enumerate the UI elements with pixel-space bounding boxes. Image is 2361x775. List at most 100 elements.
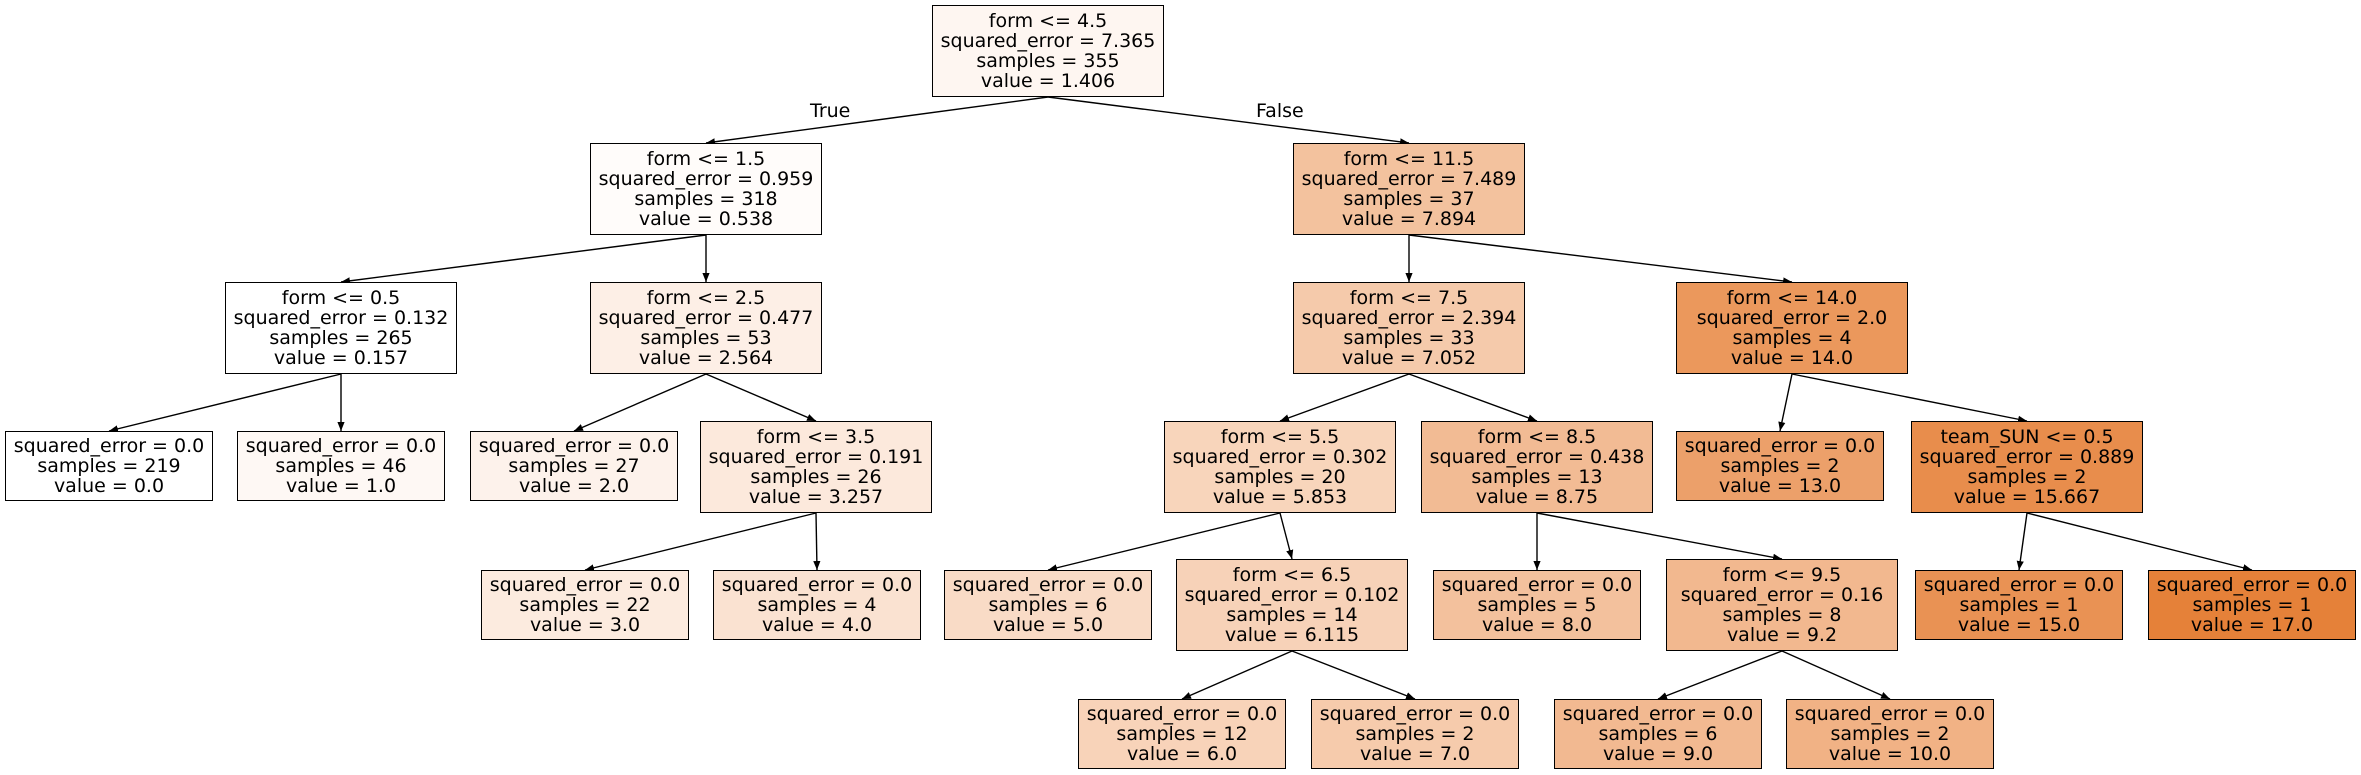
node-error: squared_error = 0.0: [1684, 435, 1876, 457]
tree-edge: [2026, 512, 2253, 572]
node-error: squared_error = 0.477: [598, 307, 814, 329]
node-split: form <= 9.5: [1722, 564, 1842, 586]
node-samples: samples = 14: [1226, 604, 1358, 626]
node-value: value = 7.0: [1359, 743, 1471, 765]
node-samples: samples = 22: [519, 594, 651, 616]
node-samples: samples = 2: [1355, 723, 1475, 745]
node-samples: samples = 4: [1732, 327, 1852, 349]
node-samples: samples = 219: [37, 455, 181, 477]
tree-edge: [573, 373, 707, 432]
node-error: squared_error = 0.0: [478, 435, 670, 457]
tree-edge: [108, 373, 342, 433]
node-value: value = 1.406: [980, 70, 1116, 92]
node-value: value = 0.538: [638, 208, 774, 230]
node-samples: samples = 37: [1343, 188, 1475, 210]
node-samples: samples = 20: [1214, 466, 1346, 488]
node-value: value = 14.0: [1730, 347, 1854, 369]
node-value: value = 6.0: [1126, 743, 1238, 765]
node-samples: samples = 12: [1116, 723, 1248, 745]
tree-edge: [705, 373, 817, 422]
node-samples: samples = 2: [1967, 466, 2087, 488]
node-error: squared_error = 2.394: [1301, 307, 1517, 329]
node-error: squared_error = 7.365: [940, 30, 1156, 52]
node-split: form <= 1.5: [646, 148, 766, 170]
node-value: value = 17.0: [2190, 614, 2314, 636]
node-error: squared_error = 0.102: [1184, 584, 1400, 606]
tree-edge: [705, 96, 1049, 146]
node-samples: samples = 2: [1830, 723, 1950, 745]
node-error: squared_error = 0.302: [1172, 446, 1388, 468]
node-samples: samples = 46: [275, 455, 407, 477]
node-value: value = 6.115: [1224, 624, 1360, 646]
node-samples: samples = 318: [634, 188, 778, 210]
node-samples: samples = 6: [988, 594, 1108, 616]
node-samples: samples = 265: [269, 327, 413, 349]
tree-edge: [1047, 96, 1410, 146]
node-value: value = 15.667: [1953, 486, 2101, 508]
node-error: squared_error = 0.132: [233, 307, 449, 329]
node-samples: samples = 1: [1959, 594, 2079, 616]
node-error: squared_error = 0.0: [1794, 703, 1986, 725]
node-value: value = 0.0: [53, 475, 165, 497]
node-error: squared_error = 0.0: [1319, 703, 1511, 725]
node-value: value = 4.0: [761, 614, 873, 636]
tree-edge: [1279, 512, 1294, 560]
node-samples: samples = 6: [1598, 723, 1718, 745]
node-samples: samples = 13: [1471, 466, 1603, 488]
node-error: squared_error = 0.191: [708, 446, 924, 468]
node-value: value = 7.052: [1341, 347, 1477, 369]
edge-label-false: False: [1256, 100, 1304, 122]
node-value: value = 1.0: [285, 475, 397, 497]
tree-edge: [1181, 650, 1293, 700]
node-split: form <= 8.5: [1477, 426, 1597, 448]
node-split: form <= 6.5: [1232, 564, 1352, 586]
node-samples: samples = 1: [2192, 594, 2312, 616]
tree-edge: [1408, 373, 1538, 422]
node-split: form <= 2.5: [646, 287, 766, 309]
node-value: value = 9.0: [1602, 743, 1714, 765]
tree-edge: [1291, 650, 1416, 700]
node-error: squared_error = 0.0: [13, 435, 205, 457]
node-value: value = 7.894: [1341, 208, 1477, 230]
tree-edge: [1536, 512, 1783, 561]
node-split: form <= 14.0: [1726, 287, 1858, 309]
tree-edge: [1657, 650, 1783, 700]
node-error: squared_error = 2.0: [1696, 307, 1888, 329]
node-value: value = 5.0: [992, 614, 1104, 636]
node-split: form <= 4.5: [988, 10, 1108, 32]
node-error: squared_error = 0.0: [1923, 574, 2115, 596]
node-value: value = 0.157: [273, 347, 409, 369]
node-samples: samples = 26: [750, 466, 882, 488]
node-value: value = 3.257: [748, 486, 884, 508]
node-value: value = 8.75: [1475, 486, 1599, 508]
node-error: squared_error = 0.438: [1429, 446, 1645, 468]
tree-edge: [1408, 234, 1793, 285]
node-samples: samples = 4: [757, 594, 877, 616]
node-split: form <= 0.5: [281, 287, 401, 309]
node-error: squared_error = 0.0: [1441, 574, 1633, 596]
tree-edge: [1778, 373, 1793, 432]
node-error: squared_error = 0.0: [489, 574, 681, 596]
tree-edge: [1047, 512, 1281, 572]
node-samples: samples = 2: [1720, 455, 1840, 477]
tree-edge: [340, 234, 707, 285]
